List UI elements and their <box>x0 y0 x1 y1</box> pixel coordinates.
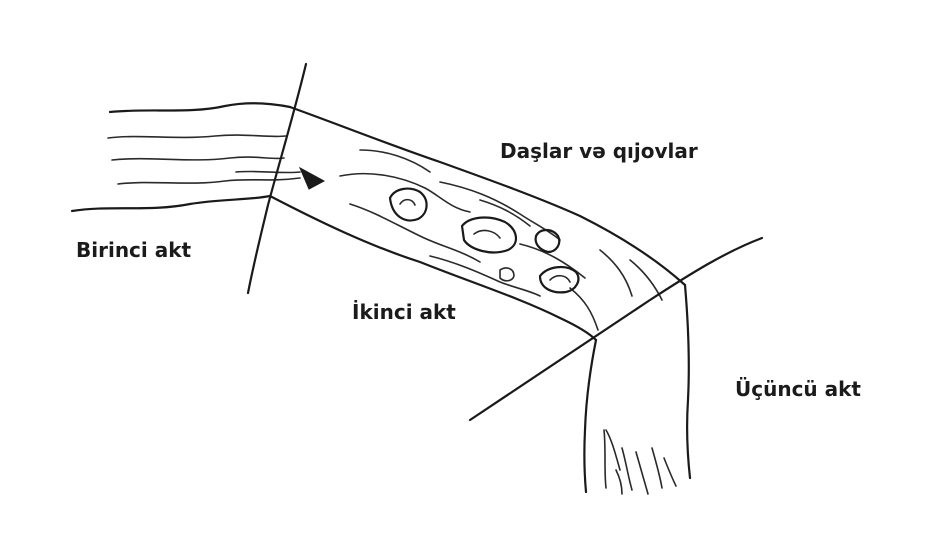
stones <box>388 187 580 294</box>
label-act-1: Birinci akt <box>76 238 192 262</box>
divider-line-1 <box>246 62 308 295</box>
flow-arrow-icon <box>298 166 326 190</box>
river-channel <box>268 105 687 342</box>
stone-1 <box>388 187 428 222</box>
stone-3 <box>534 228 561 254</box>
calm-water-lines <box>70 102 301 213</box>
waterfall <box>583 283 692 495</box>
label-act-3: Üçüncü akt <box>735 377 861 401</box>
stone-4 <box>538 266 580 294</box>
stone-5 <box>499 267 515 282</box>
label-act-2: İkinci akt <box>352 300 456 324</box>
stone-2 <box>460 216 517 254</box>
label-stones-and-rapids: Daşlar və qıjovlar <box>500 139 698 163</box>
divider-line-2 <box>468 236 764 422</box>
